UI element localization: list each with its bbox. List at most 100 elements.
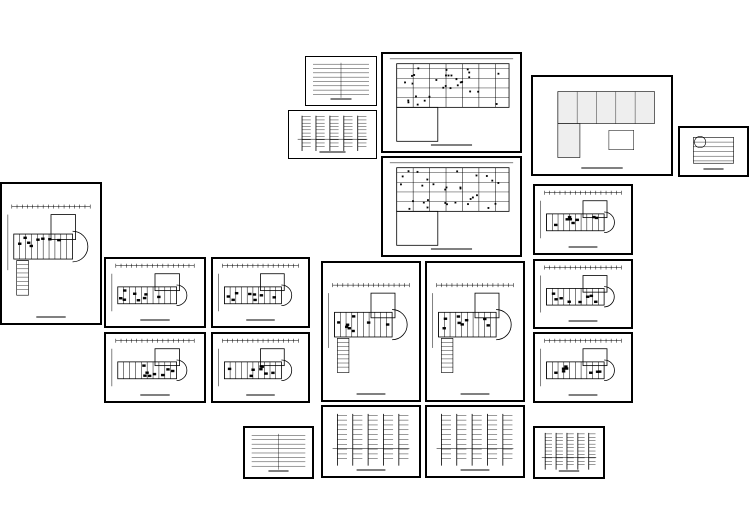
drawing-rect: [468, 76, 471, 79]
curved-wall: [496, 309, 512, 341]
schematic-drawing: [541, 432, 597, 472]
sheet-4[interactable]: [381, 156, 522, 257]
curved-wall: [72, 230, 89, 263]
drawing-rect: [366, 321, 371, 324]
drawing-rect: [166, 368, 170, 371]
drawing-rect: [442, 86, 445, 89]
drawing-rect: [464, 318, 469, 322]
drawing-rect: [423, 99, 426, 102]
drawing-rect: [426, 206, 429, 209]
floor-plan-drawing: [218, 263, 299, 321]
drawing-rect: [592, 215, 596, 219]
drawing-rect: [468, 71, 471, 74]
sheet-6[interactable]: [678, 126, 749, 177]
drawing-rect: [475, 174, 478, 177]
drawing-rect: [36, 238, 40, 241]
drawing-rect: [251, 368, 255, 371]
drawing-rect: [407, 101, 410, 104]
drawing-rect: [455, 78, 458, 81]
drawing-rect: [568, 218, 573, 221]
plan-grid-drawing: [389, 58, 514, 146]
sheet-20[interactable]: [533, 426, 605, 479]
drawing-rect: [594, 300, 598, 304]
sheet-5[interactable]: [531, 75, 673, 176]
drawing-rect: [598, 370, 602, 373]
drawing-rect: [351, 315, 356, 318]
drawing-rect: [416, 170, 419, 173]
curved-wall: [281, 359, 293, 382]
curved-wall: [176, 284, 188, 307]
drawing-rect: [142, 296, 147, 300]
sheet-18[interactable]: [321, 405, 421, 478]
drawing-rect: [142, 364, 146, 367]
drawing-rect: [234, 291, 239, 295]
drawing-rect: [271, 371, 275, 375]
drawing-rect: [582, 275, 608, 293]
drawing-rect: [413, 74, 416, 76]
sheet-7[interactable]: [0, 182, 102, 325]
sheet-2[interactable]: [288, 110, 377, 159]
plan-portrait-drawing: [432, 283, 514, 395]
sheet-15[interactable]: [533, 259, 633, 329]
drawing-rect: [432, 183, 435, 186]
drawing-rect: [123, 289, 127, 292]
drawing-rect: [427, 199, 429, 202]
sheet-8[interactable]: [104, 257, 206, 328]
curved-wall: [281, 284, 293, 307]
drawing-rect: [693, 137, 734, 164]
floor-plan-drawing: [111, 263, 195, 321]
sheet-12[interactable]: [321, 261, 421, 402]
curved-wall: [604, 359, 615, 382]
drawing-rect: [415, 95, 417, 98]
drawing-rect: [449, 87, 452, 90]
drawing-rect: [564, 367, 569, 370]
drawing-rect: [57, 238, 61, 242]
floor-plan-drawing: [540, 190, 622, 248]
drawing-rect: [585, 295, 590, 298]
drawing-rect: [441, 338, 454, 373]
drawing-rect: [407, 170, 410, 173]
drawing-rect: [252, 293, 257, 296]
drawing-rect: [337, 338, 350, 373]
drawing-rect: [428, 95, 431, 98]
sheet-11[interactable]: [211, 332, 310, 403]
riser-drawing: [436, 413, 514, 471]
drawing-rect: [152, 372, 157, 376]
drawing-rect: [443, 317, 448, 320]
sheet-1[interactable]: [305, 56, 377, 106]
drawing-rect: [154, 273, 180, 292]
drawing-rect: [476, 194, 478, 197]
sheet-19[interactable]: [425, 405, 525, 478]
plan-portrait-drawing: [7, 204, 91, 318]
table-drawing: [251, 433, 306, 472]
plan-grid-drawing: [389, 162, 514, 250]
drawing-rect: [48, 238, 52, 241]
drawing-rect: [249, 374, 253, 378]
drawing-rect: [122, 298, 127, 301]
drawing-rect: [435, 79, 438, 81]
sheet-10[interactable]: [104, 332, 206, 403]
sheet-9[interactable]: [211, 257, 310, 328]
drawing-rect: [253, 298, 257, 302]
drawing-rect: [456, 315, 461, 318]
drawing-rect: [491, 179, 494, 182]
drawing-rect: [557, 123, 581, 158]
sheet-3[interactable]: [381, 52, 522, 153]
drawing-rect: [226, 295, 231, 298]
drawing-rect: [466, 68, 469, 71]
drawing-rect: [486, 324, 490, 327]
drawing-rect: [554, 371, 558, 374]
drawing-rect: [557, 91, 655, 124]
drawing-rect: [471, 196, 474, 199]
sheet-13[interactable]: [425, 261, 525, 402]
drawing-rect: [396, 106, 439, 142]
drawing-rect: [469, 90, 472, 93]
drawing-rect: [400, 183, 402, 186]
sheet-17[interactable]: [243, 426, 314, 479]
drawing-rect: [553, 223, 558, 227]
drawing-rect: [444, 188, 447, 191]
sheet-16[interactable]: [533, 332, 633, 403]
schematic-drawing: [297, 115, 368, 153]
plan-l-drawing: [557, 91, 655, 169]
sheet-14[interactable]: [533, 184, 633, 255]
